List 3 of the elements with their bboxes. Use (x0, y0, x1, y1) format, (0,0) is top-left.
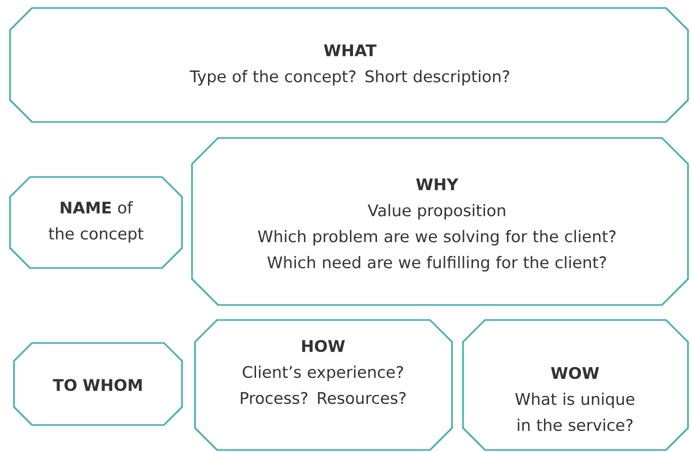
octagon-box: TO WHOM (13, 342, 183, 426)
octagon-box: WOW What is unique in the service? (462, 319, 689, 451)
octagon-box: NAME of the concept (9, 176, 183, 269)
